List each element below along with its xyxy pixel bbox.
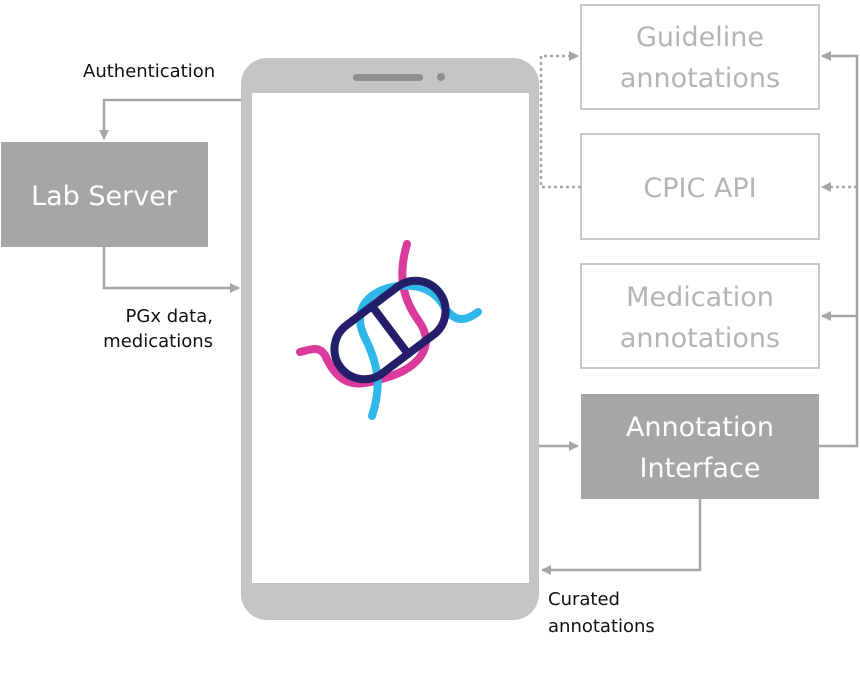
authentication-arrow xyxy=(99,98,241,140)
phone-speaker xyxy=(353,74,423,81)
medication-label-line2: annotations xyxy=(620,323,780,354)
pill-dna-logo xyxy=(296,240,482,420)
guideline-label-line1: Guideline xyxy=(636,22,764,53)
guideline-label-line2: annotations xyxy=(620,63,780,94)
phone-camera xyxy=(437,73,445,81)
curated-annotations-label-line2: annotations xyxy=(548,616,655,637)
medication-label-line1: Medication xyxy=(626,282,774,313)
cpic-api-box: CPIC API xyxy=(580,133,820,240)
cpic-api-label: CPIC API xyxy=(643,173,756,204)
pgx-data-label-line1: PGx data, xyxy=(126,306,213,327)
curated-annotations-arrow xyxy=(541,499,702,575)
pgx-data-arrow xyxy=(102,247,240,293)
annotation-interface-box: Annotation Interface xyxy=(581,394,819,499)
lab-server-box: Lab Server xyxy=(1,142,208,247)
annotation-label-line2: Interface xyxy=(640,453,761,484)
medication-annotations-box: Medication annotations xyxy=(580,263,820,369)
logo-pill-divider xyxy=(367,302,413,358)
phone-screen xyxy=(252,93,529,583)
logo-magenta-strand xyxy=(296,240,430,388)
pgx-data-label-line2: medications xyxy=(103,331,213,352)
curated-annotations-label-line1: Curated xyxy=(548,589,620,610)
guideline-annotations-box: Guideline annotations xyxy=(580,4,820,110)
authentication-label: Authentication xyxy=(83,61,215,82)
annotation-label-line1: Annotation xyxy=(626,412,774,443)
lab-server-label: Lab Server xyxy=(31,181,178,212)
cpic-to-guideline-dotted-arrow xyxy=(539,51,581,189)
interface-to-guideline-arrow xyxy=(819,51,859,448)
smartphone xyxy=(241,58,539,620)
